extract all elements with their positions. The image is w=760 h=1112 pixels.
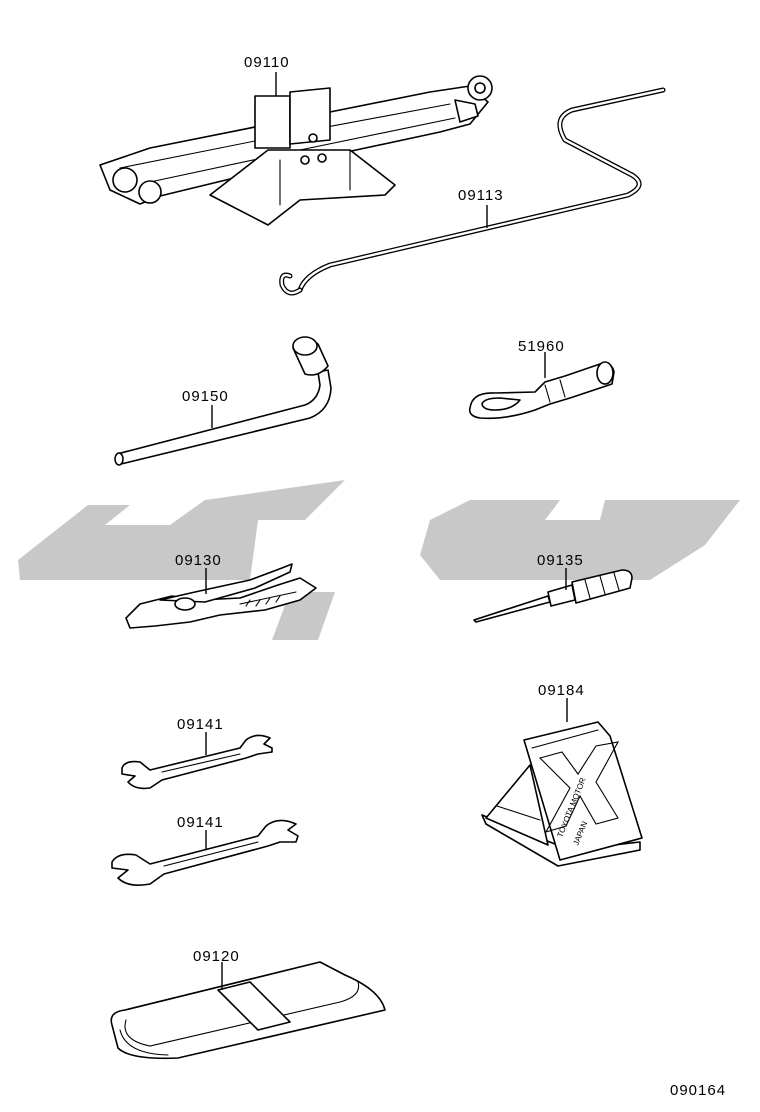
tool-bag-part-number: 09120 — [193, 948, 240, 965]
tool-bag-drawing — [110, 961, 386, 1060]
screwdriver-drawing — [473, 569, 633, 623]
wheel-nut-wrench-part-number: 09150 — [182, 388, 229, 405]
jack-part-number: 09110 — [244, 54, 290, 71]
jack-handle-part-number: 09113 — [458, 187, 504, 204]
warning-triangle-drawing: TOYOTA MOTOR JAPAN — [481, 721, 643, 867]
wrench-small-drawing — [121, 734, 273, 790]
jack-drawing — [99, 75, 493, 226]
wrench-large-drawing — [111, 819, 299, 886]
towing-eye-part-number: 51960 — [518, 338, 565, 355]
pliers-part-number: 09130 — [175, 552, 222, 569]
screwdriver-part-number: 09135 — [537, 552, 584, 569]
watermark-logo — [18, 480, 740, 640]
wheel-nut-wrench-drawing — [114, 336, 332, 466]
towing-eye-drawing — [468, 361, 615, 420]
jack-handle-drawing — [279, 87, 666, 296]
pliers-drawing — [125, 563, 317, 629]
diagram-code: 090164 — [670, 1082, 726, 1099]
wrench-small-part-number: 09141 — [177, 716, 224, 733]
wrench-large-part-number: 09141 — [177, 814, 224, 831]
warning-triangle-part-number: 09184 — [538, 682, 585, 699]
